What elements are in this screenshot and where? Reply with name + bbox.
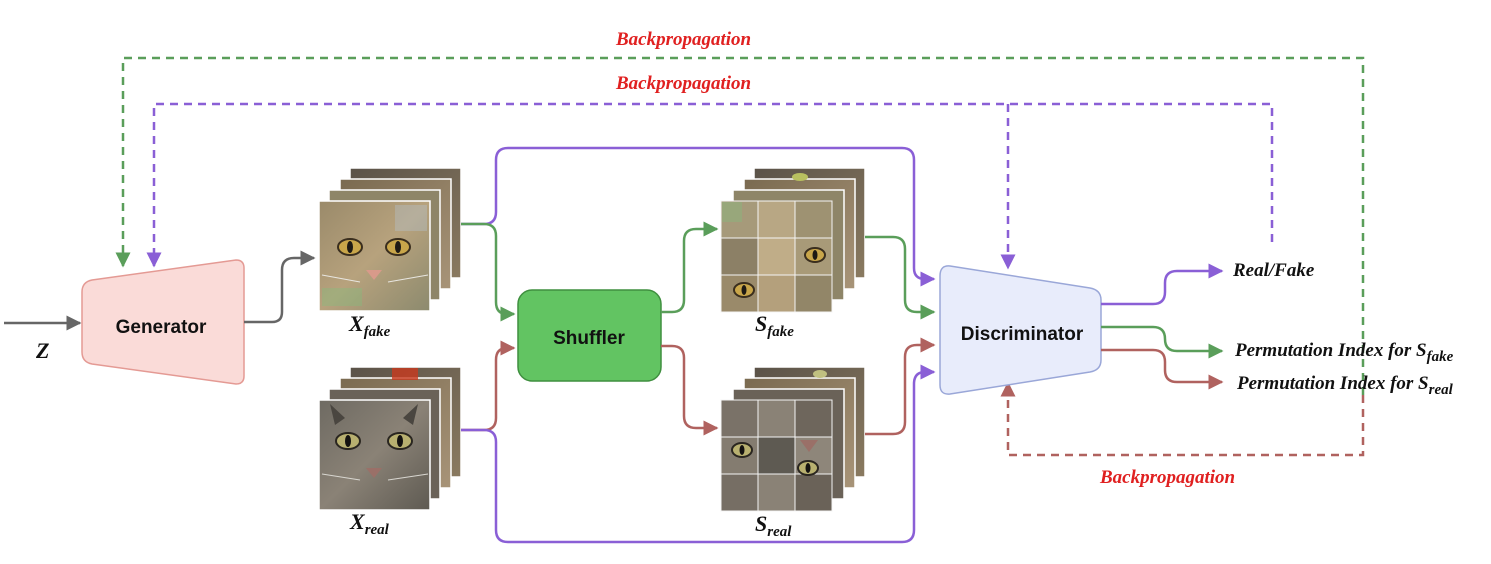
xfake-to-discriminator-purple [461,146,936,287]
backprop-label-bottom: Backpropagation [1099,467,1235,488]
backprop-label-top: Backpropagation [615,29,751,50]
xreal-to-shuffler-red [461,340,516,432]
z-label: Z [35,338,49,363]
xfake-to-shuffler-green [461,222,516,322]
x-real-image-stack [318,366,462,511]
shuffler-to-sfake-green [661,221,719,314]
discriminator-label: Discriminator [961,324,1084,345]
s-real-label: Sreal [755,511,792,540]
x-real-label: Xreal [349,509,390,538]
generator-box [81,259,245,385]
discriminator-to-perm-real-red [1101,348,1224,390]
backprop-loop-purple [146,102,1274,268]
output-perm-index-fake-label: Permutation Index for Sfake [1234,340,1454,365]
shuffler-to-sreal-red [661,344,719,436]
generator-label: Generator [116,317,207,338]
real-cat-face-icon [321,404,429,481]
sreal-to-discriminator-red [865,337,936,436]
output-perm-index-real-label: Permutation Index for Sreal [1236,373,1454,398]
backprop-loop-green [115,56,1365,395]
backprop-label-mid: Backpropagation [615,73,751,94]
x-fake-image-stack [318,167,462,312]
discriminator-to-real-fake-purple [1101,263,1224,306]
generator-to-xfake-arrow [244,250,316,324]
x-fake-label: Xfake [348,311,391,340]
output-real-fake-label: Real/Fake [1232,260,1315,281]
fake-cat-face-icon [321,205,429,306]
s-real-tiles [720,399,833,512]
shuffler-label: Shuffler [553,328,625,349]
s-fake-image-stack [720,167,866,313]
s-fake-label: Sfake [755,311,794,340]
xreal-to-discriminator-purple [461,364,936,544]
backprop-loop-red [1000,381,1365,457]
s-real-image-stack [720,366,866,512]
sfake-to-discriminator-green [865,235,936,320]
discriminator-to-perm-fake-green [1101,325,1224,359]
s-fake-tiles [720,200,833,313]
discriminator-box [939,265,1102,395]
shuffler-box [517,289,662,382]
